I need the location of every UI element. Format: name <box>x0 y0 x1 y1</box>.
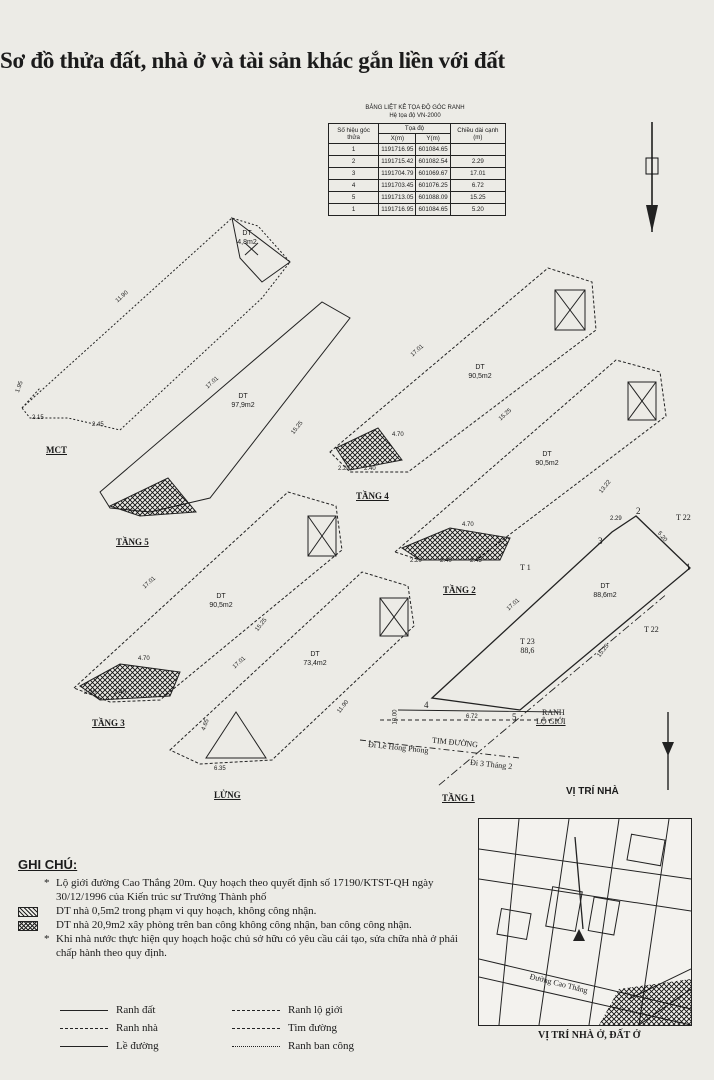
area-tang4: DT 90,5m2 <box>468 364 492 380</box>
legend-ranh-lo-gioi: Ranh lộ giới <box>232 1004 343 1016</box>
coord-cell-y: 601088.09 <box>415 191 451 204</box>
dim-tang4-c: 2.40 <box>364 466 376 472</box>
tang1-t23: T 23 88,6 <box>520 637 535 655</box>
label-tang3: TẦNG 3 <box>92 718 125 728</box>
location-map-drawing <box>479 819 691 1025</box>
area-tang1: DT 88,6m2 <box>593 583 617 599</box>
floor-plan-tang1 <box>359 515 691 786</box>
legend-le-duong: Lề đường <box>60 1040 159 1052</box>
dim-tang3-b: 2.20 <box>84 690 96 696</box>
note-item-4: * Khi nhà nước thực hiện quy hoạch hoặc … <box>18 932 458 960</box>
tang1-point-1: 1 <box>686 562 691 572</box>
tang1-point-2: 2 <box>636 506 641 516</box>
scale-arrow-icon <box>662 712 674 790</box>
legend-ranh-ban-cong: Ranh ban công <box>232 1040 354 1052</box>
hatch-swatch-icon <box>18 907 38 917</box>
label-tang5: TẦNG 5 <box>116 537 149 547</box>
legend-dash-dot-icon <box>232 1027 280 1029</box>
label-lung: LỬNG <box>214 790 241 800</box>
legend-ranh-nha-label: Ranh nhà <box>116 1022 158 1034</box>
floor-plan-tang2 <box>394 359 667 561</box>
legend-solid-line-icon <box>60 1009 108 1011</box>
area-tang5-small: DT 4,8m2 <box>237 230 257 246</box>
crosshatch-swatch-icon <box>18 921 38 931</box>
label-tang4: TẦNG 4 <box>356 491 389 501</box>
legend-long-dash-icon <box>232 1009 280 1011</box>
tang1-t22a: T 22 <box>676 513 691 522</box>
note-bullet-icon: * <box>44 877 50 889</box>
coordinate-table: Số hiệu góc thửa Tọa độ Chiều dài cạnh (… <box>327 123 507 216</box>
coord-cell-y: 601084.65 <box>415 203 451 216</box>
dim-tang5-b: 2.45 <box>92 422 104 428</box>
legend-ranh-dat: Ranh đất <box>60 1004 155 1016</box>
note-item-1-text: Lộ giới đường Cao Thắng 20m. Quy hoạch t… <box>56 877 434 903</box>
legend-ranh-lo-gioi-label: Ranh lộ giới <box>288 1004 343 1016</box>
legend-ranh-ban-cong-label: Ranh ban công <box>288 1040 354 1052</box>
dim-tang1-corner: 2.29 <box>610 516 622 522</box>
location-caption: VỊ TRÍ NHÀ Ở, ĐẤT Ở <box>538 1030 641 1041</box>
location-title: VỊ TRÍ NHÀ <box>566 786 619 797</box>
tang1-point-5: 5 <box>512 712 517 722</box>
legend-le-duong-label: Lề đường <box>116 1040 159 1052</box>
mct-label: MCT <box>46 445 67 455</box>
coord-caption-line2: Hệ tọa độ VN-2000 <box>389 113 441 119</box>
note-item-3: DT nhà 20,9m2 xây phòng trên ban công kh… <box>18 918 458 932</box>
dim-tang3-c: 2.40 <box>114 690 126 696</box>
area-tang2: DT 90,5m2 <box>535 451 559 467</box>
area-lung: DT 73,4m2 <box>303 651 327 667</box>
notes-section: GHI CHÚ: * Lộ giới đường Cao Thắng 20m. … <box>18 858 458 960</box>
legend-ranh-nha: Ranh nhà <box>60 1022 158 1034</box>
legend-ranh-dat-label: Ranh đất <box>116 1004 156 1016</box>
note-item-4-text: Khi nhà nước thực hiện quy hoạch hoặc ch… <box>56 933 458 959</box>
legend-dashed-line-icon <box>60 1027 108 1029</box>
area-tang5: DT 97,9m2 <box>231 393 255 409</box>
floor-plan-tang3 <box>73 491 343 703</box>
dim-tang1-road: 10.00 <box>392 709 399 725</box>
note-item-2: DT nhà 0,5m2 trong phạm vi quy hoạch, kh… <box>18 904 458 918</box>
dim-tang4-b: 2.20 <box>338 466 350 472</box>
floor-plan-tang5 <box>21 216 351 517</box>
coord-table-caption: BẢNG LIỆT KÊ TỌA ĐỘ GÓC RANH Hệ tọa độ V… <box>325 104 505 120</box>
dim-tang1-front: 6.72 <box>466 714 478 720</box>
legend-dotted-line-icon <box>232 1045 280 1047</box>
note-bullet-icon: * <box>44 933 50 945</box>
coord-cell-len: 5.20 <box>449 203 507 216</box>
dim-tang2-b: 2.20 <box>410 558 422 564</box>
notes-title: GHI CHÚ: <box>18 857 78 872</box>
legend-tim-duong: Tim đường <box>232 1022 337 1034</box>
dim-tang5-a: 2.15 <box>32 415 44 421</box>
dim-tang2-d: 2.45 <box>470 558 482 564</box>
area-tang3: DT 90,5m2 <box>209 593 233 609</box>
location-map: Đường Cao Thắng <box>478 818 692 1026</box>
tang1-t22b: T 22 <box>644 625 659 634</box>
tang1-point-3: 3 <box>598 536 603 546</box>
tang1-ranh: RANH <box>542 708 565 717</box>
dim-tang3-a: 4.70 <box>138 656 150 662</box>
dim-tang2-c: 2.40 <box>440 558 452 564</box>
note-item-1: * Lộ giới đường Cao Thắng 20m. Quy hoạch… <box>18 876 458 904</box>
legend-tim-duong-label: Tim đường <box>288 1022 337 1034</box>
legend-thin-line-icon <box>60 1045 108 1047</box>
dim-tang4-a: 4.70 <box>392 432 404 438</box>
tang1-point-4: 4 <box>424 700 429 710</box>
north-arrow-icon <box>645 122 659 232</box>
label-tang2: TẦNG 2 <box>443 585 476 595</box>
note-item-2-text: DT nhà 0,5m2 trong phạm vi quy hoạch, kh… <box>56 905 317 917</box>
floor-plan-tang4 <box>329 267 597 473</box>
page-title: Sơ đồ thửa đất, nhà ở và tài sản khác gắ… <box>0 48 505 73</box>
tang1-t1: T 1 <box>520 563 531 572</box>
note-item-3-text: DT nhà 20,9m2 xây phòng trên ban công kh… <box>56 919 412 931</box>
floor-plan-lung <box>169 571 415 765</box>
label-tang1: TẦNG 1 <box>442 793 475 803</box>
coord-caption-line1: BẢNG LIỆT KÊ TỌA ĐỘ GÓC RANH <box>365 105 465 111</box>
dim-lung-b: 6.35 <box>214 766 226 772</box>
tang1-logioi: LỘ GIỚI <box>536 717 566 726</box>
dim-tang2-a: 4.70 <box>462 522 474 528</box>
